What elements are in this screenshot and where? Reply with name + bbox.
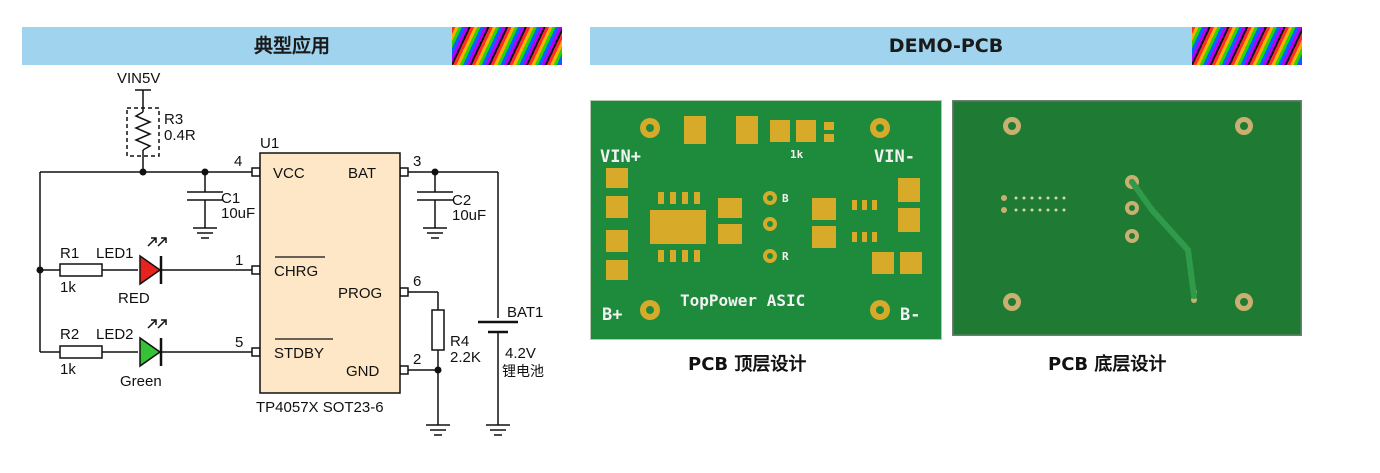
led2-ref: LED2 <box>96 326 134 343</box>
r3-ref: R3 <box>164 111 183 128</box>
r1-ref: R1 <box>60 245 79 262</box>
chip-caption: TP4057X SOT23-6 <box>256 399 384 416</box>
r2-value: 1k <box>60 361 76 378</box>
pcb-top-brand: TopPower ASIC <box>680 291 805 310</box>
pin-chrg-num: 1 <box>235 252 243 269</box>
banner-stripes-decoration <box>452 27 562 65</box>
chip-body <box>259 152 401 394</box>
r4-value: 2.2K <box>450 349 481 366</box>
pcb-bottom-image <box>952 100 1302 336</box>
right-banner: DEMO-PCB <box>590 27 1302 65</box>
led1-symbol <box>139 254 162 286</box>
pcb-bottom-caption: PCB 底层设计 <box>1048 354 1167 375</box>
r2-ref: R2 <box>60 326 79 343</box>
pcb-top-b-plus: B+ <box>602 305 622 325</box>
bat-value: 4.2V <box>505 345 536 362</box>
pcb-top-pads <box>606 116 922 320</box>
c2-value: 10uF <box>452 207 486 224</box>
left-banner-title: 典型应用 <box>253 35 330 57</box>
led2-symbol <box>139 336 162 368</box>
right-banner-title: DEMO-PCB <box>888 35 1004 57</box>
led1-color: RED <box>118 290 150 307</box>
bat-ref: BAT1 <box>507 304 543 321</box>
pcb-top-b-minus: B- <box>900 305 920 325</box>
pin-gnd-name: GND <box>346 363 380 380</box>
pcb-top-image: VIN+ VIN- B+ B- 1k B R TopPower ASIC <box>590 100 942 340</box>
r3-value: 0.4R <box>164 127 196 144</box>
r4-ref: R4 <box>450 333 469 350</box>
c1-value: 10uF <box>221 205 255 222</box>
c1-ref: C1 <box>221 190 240 207</box>
r1-value: 1k <box>60 279 76 296</box>
pin-stdby-num: 5 <box>235 334 243 351</box>
pin-stdby-name: STDBY <box>274 345 324 362</box>
pin-bat-name: BAT <box>348 165 376 182</box>
led1-ref: LED1 <box>96 245 134 262</box>
banner-stripes-decoration <box>1192 27 1302 65</box>
pin-prog-num: 6 <box>413 273 421 290</box>
pcb-top-vin-plus: VIN+ <box>600 147 641 167</box>
pin-vcc-name: VCC <box>273 165 305 182</box>
pin-vcc-num: 4 <box>234 153 242 170</box>
led2-color: Green <box>120 373 162 390</box>
pcb-top-caption: PCB 顶层设计 <box>688 354 807 375</box>
left-banner: 典型应用 <box>22 27 562 65</box>
bat-type: 锂电池 <box>502 363 544 379</box>
pcb-top-silk-1k: 1k <box>790 148 804 161</box>
pin-gnd-num: 2 <box>413 351 421 368</box>
pcb-top-silk-r: R <box>782 250 789 263</box>
c2-ref: C2 <box>452 192 471 209</box>
pin-bat-num: 3 <box>413 153 421 170</box>
pcb-top-vin-minus: VIN- <box>874 147 915 167</box>
pin-chrg-name: CHRG <box>274 263 318 280</box>
pin-prog-name: PROG <box>338 285 382 302</box>
pcb-top-silk-b: B <box>782 192 789 205</box>
schematic-diagram: VIN5V R3 0.4R U1 4 VCC 3 BAT C1 10uF C2 … <box>36 70 544 436</box>
u1-ref: U1 <box>260 135 279 152</box>
vin-label: VIN5V <box>117 70 160 87</box>
